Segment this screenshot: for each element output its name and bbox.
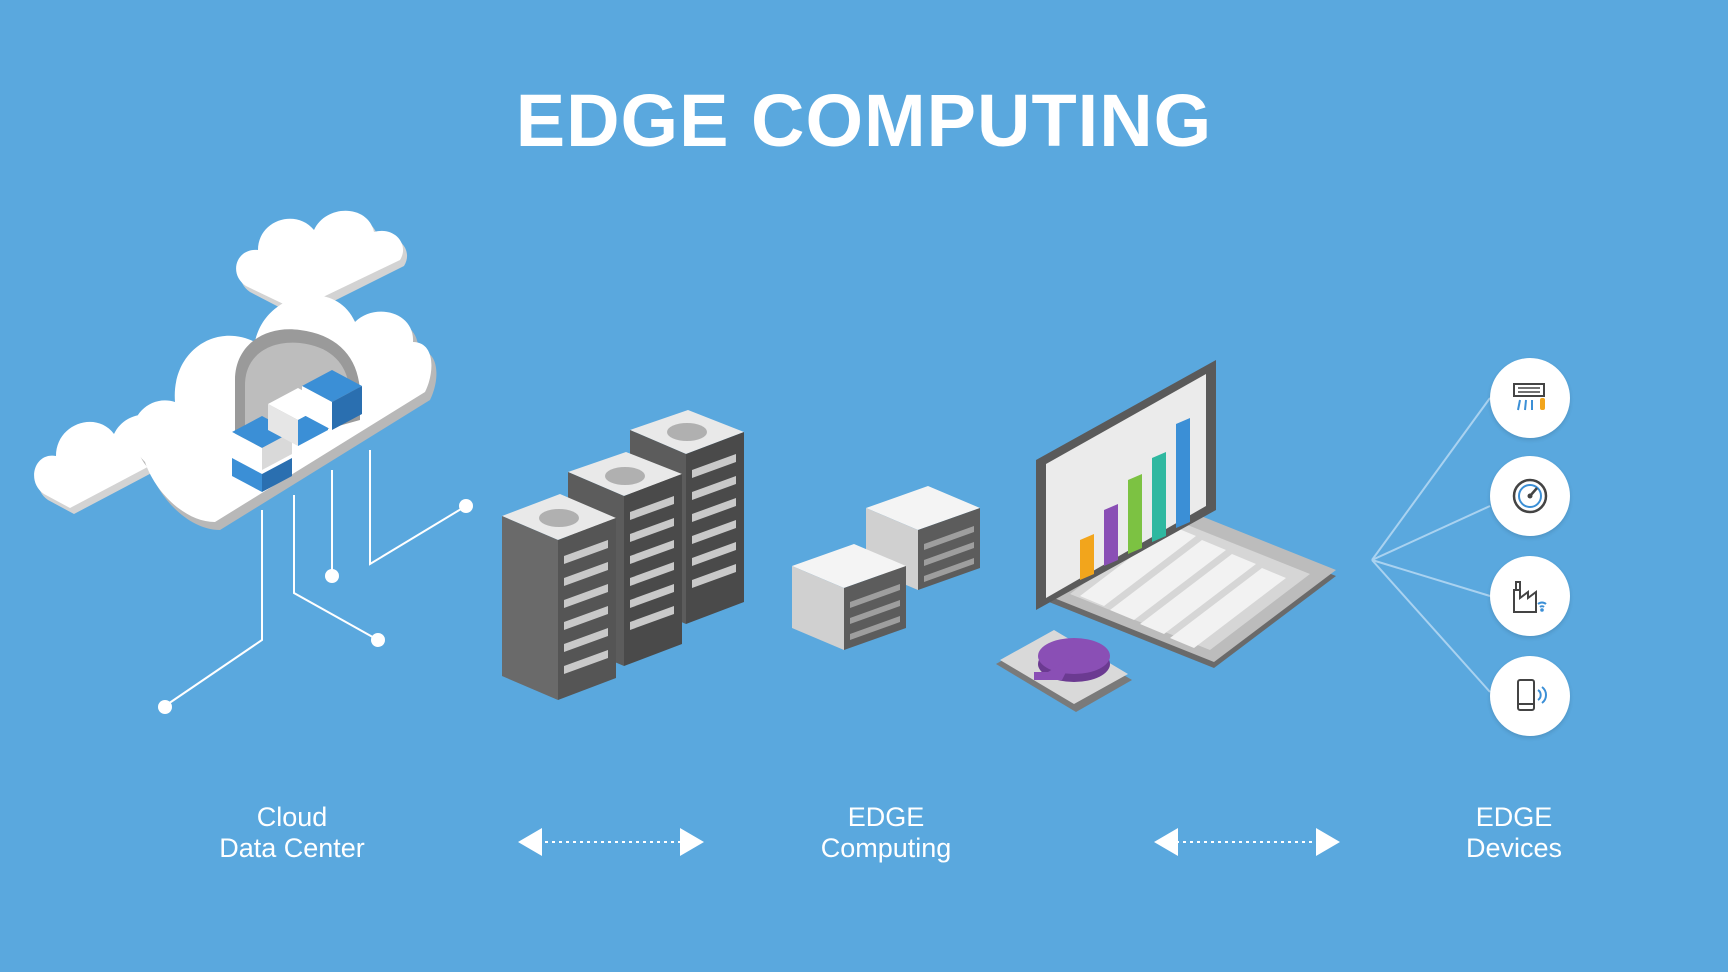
factory-icon bbox=[1513, 581, 1547, 613]
tablet-illustration bbox=[996, 630, 1132, 712]
page-title: EDGE COMPUTING bbox=[515, 79, 1213, 162]
gauge-icon bbox=[1512, 478, 1548, 514]
air-conditioner-icon bbox=[1513, 383, 1545, 411]
label-cloud-data-center: Cloud Data Center bbox=[162, 802, 422, 864]
laptop-keyboard bbox=[1080, 526, 1286, 648]
label-cloud-line1: Cloud bbox=[256, 802, 328, 832]
label-edge-devices-line1: EDGE bbox=[1475, 802, 1553, 832]
arrow-edge-to-devices bbox=[1154, 828, 1340, 856]
small-cloud-top bbox=[236, 210, 408, 318]
device-connection-lines bbox=[1371, 397, 1491, 693]
cloud-server-blocks bbox=[232, 370, 362, 492]
server-rack-1 bbox=[502, 494, 616, 700]
server-drive-bays bbox=[564, 454, 736, 674]
arrow-right-head-icon bbox=[680, 828, 704, 856]
label-edge-computing-line2: Computing bbox=[820, 833, 952, 863]
cloud-network-lines bbox=[164, 450, 467, 707]
edge-server-stack-illustration bbox=[792, 486, 980, 650]
arrow-cloud-to-edge bbox=[518, 828, 704, 856]
label-edge-computing-line1: EDGE bbox=[847, 802, 925, 832]
device-factory bbox=[1490, 556, 1570, 636]
edge-server-left bbox=[792, 544, 906, 650]
arrow-right-head-icon bbox=[1316, 828, 1340, 856]
smartphone-wireless-icon bbox=[1517, 679, 1547, 711]
device-smartphone bbox=[1490, 656, 1570, 736]
device-air-conditioner bbox=[1490, 358, 1570, 438]
arrow-left-head-icon bbox=[518, 828, 542, 856]
laptop-illustration bbox=[1036, 360, 1336, 668]
network-node-dots bbox=[158, 499, 473, 714]
tablet-pie-chart bbox=[1034, 638, 1110, 682]
label-edge-devices-line2: Devices bbox=[1465, 833, 1563, 863]
label-edge-computing: EDGE Computing bbox=[756, 802, 1016, 864]
label-edge-devices: EDGE Devices bbox=[1384, 802, 1644, 864]
device-gauge bbox=[1490, 456, 1570, 536]
laptop-screen-bar-chart bbox=[1080, 418, 1190, 580]
server-racks-illustration bbox=[502, 410, 744, 700]
arrow-left-head-icon bbox=[1154, 828, 1178, 856]
cloud-data-center-illustration bbox=[34, 210, 473, 714]
label-cloud-line2: Data Center bbox=[219, 833, 365, 863]
